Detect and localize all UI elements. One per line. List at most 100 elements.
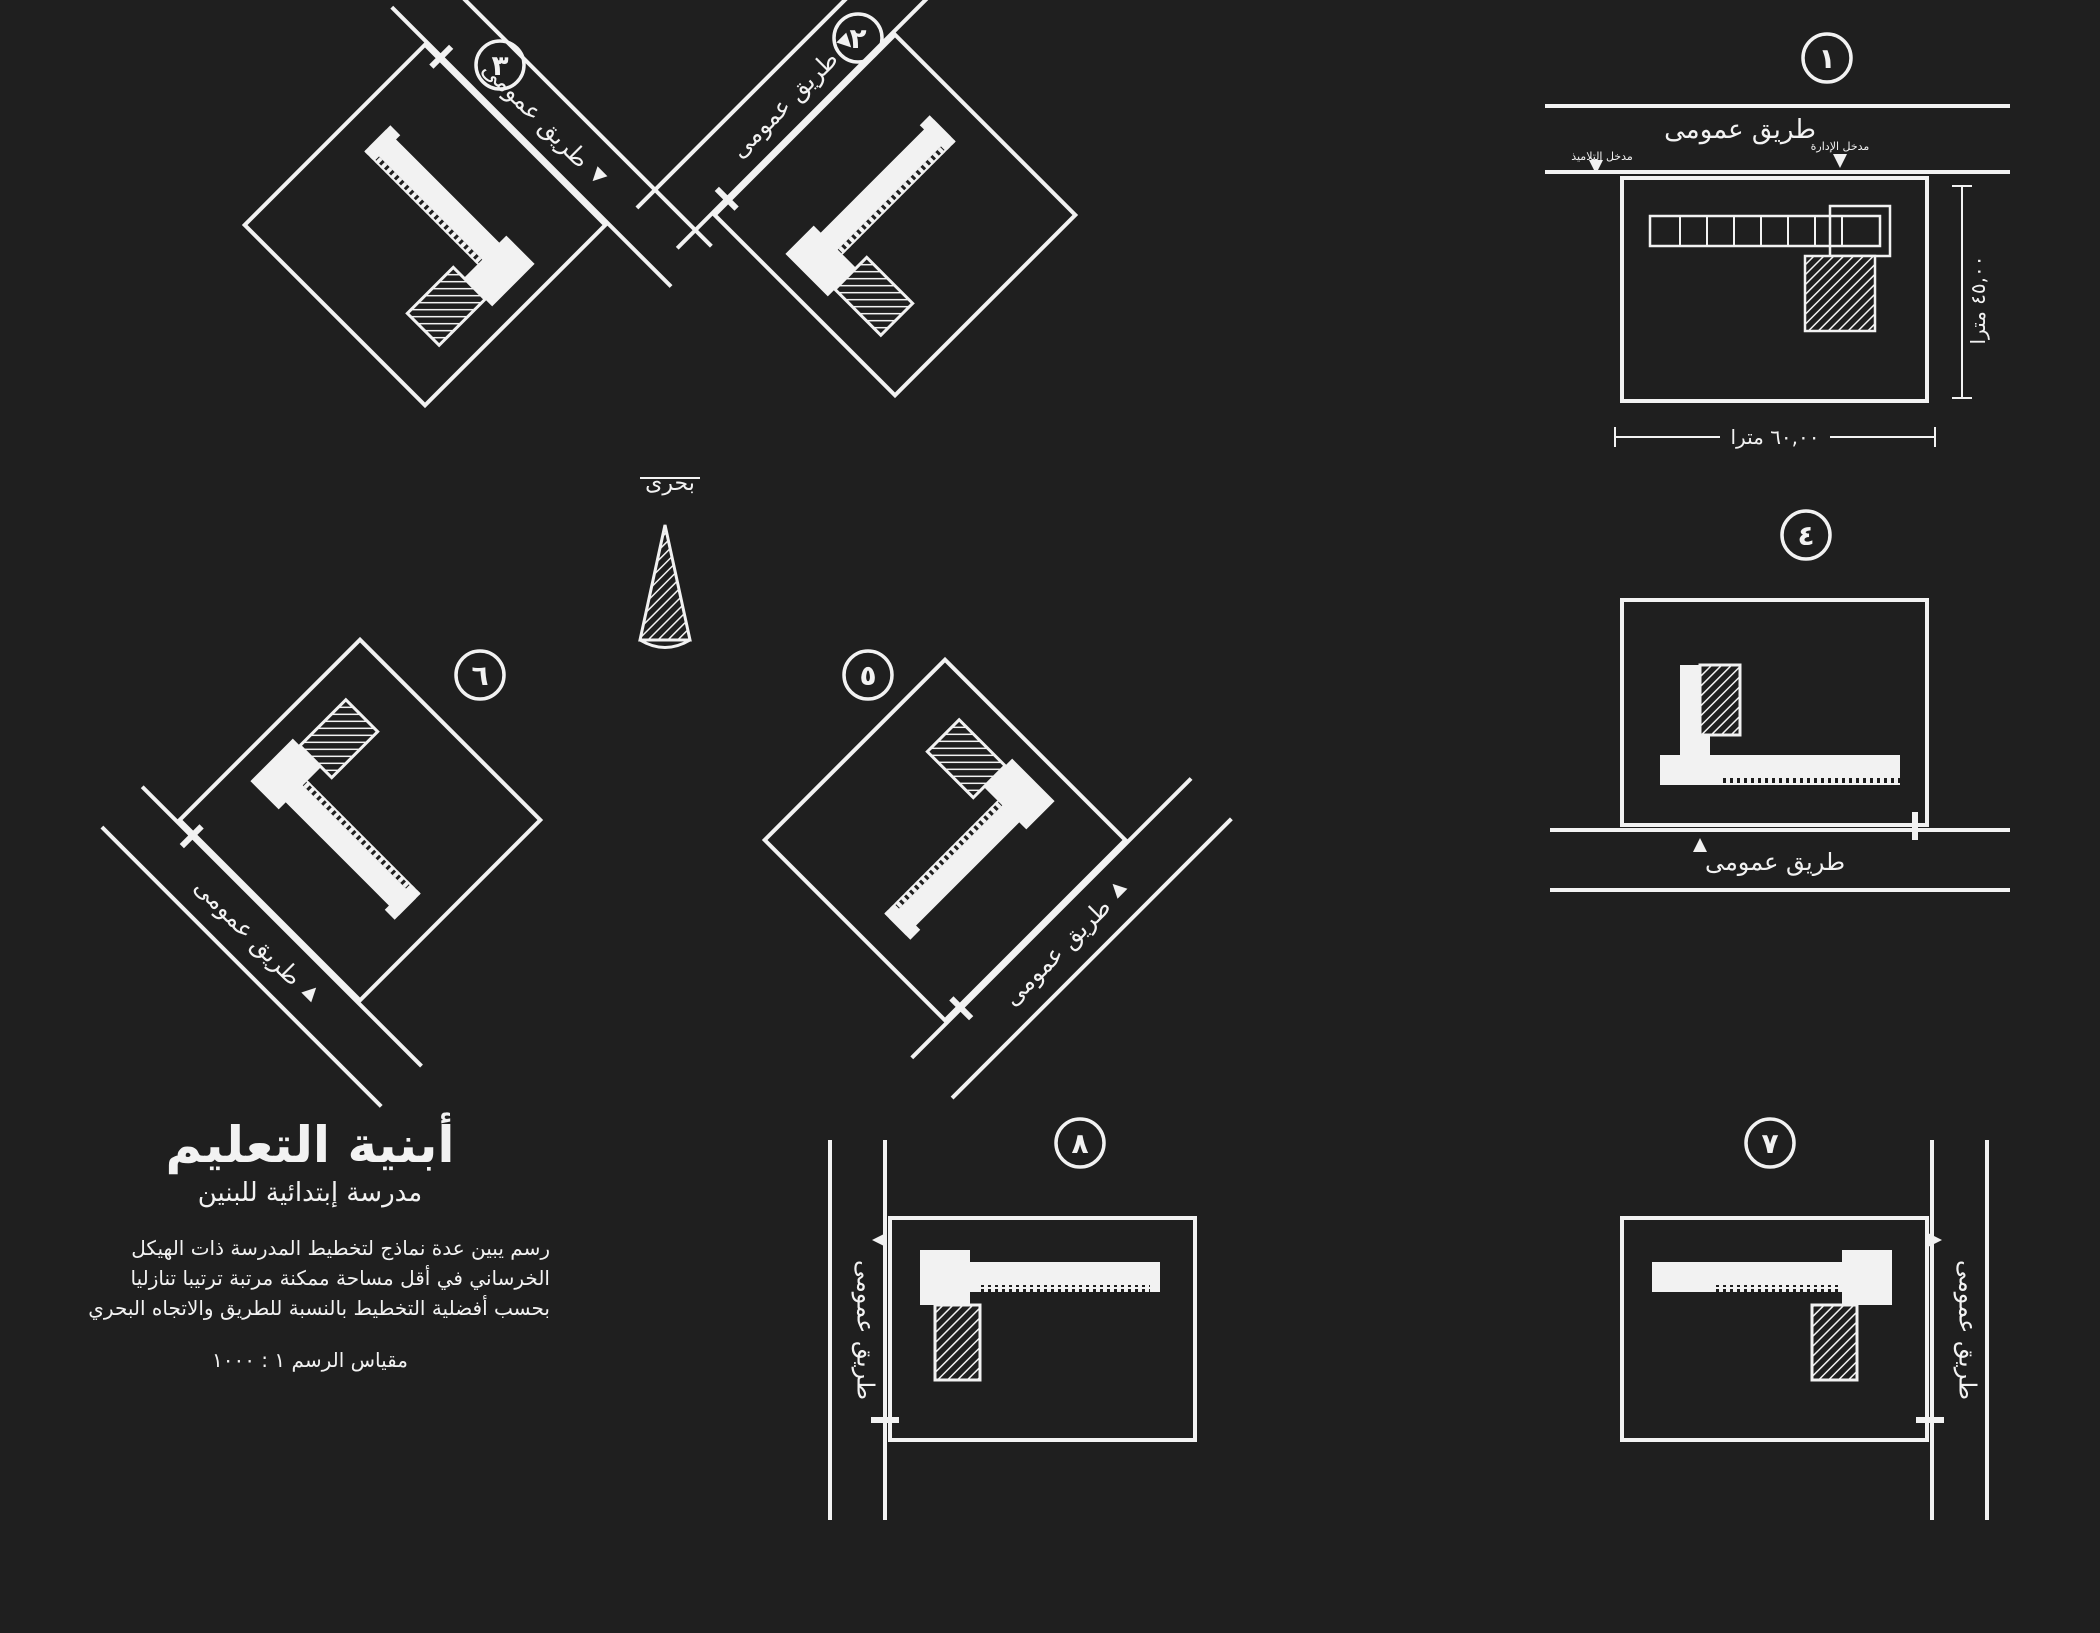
entrance-arrow-icon	[301, 987, 317, 1003]
plan-3-number: ٣	[474, 39, 526, 91]
wing-end	[364, 125, 401, 161]
hall-block	[925, 717, 1008, 800]
hall-block	[297, 697, 380, 780]
plan-number: ٦	[471, 659, 488, 692]
north-arrow-base	[639, 638, 691, 649]
site-boundary	[1620, 598, 1929, 827]
rotated-site: طريق عمومى	[635, 0, 1079, 399]
classroom-wing	[369, 129, 521, 281]
plans-layer: طريق عمومى مدخل التلاميذ مدخل الإدارة ٤٥,٠٠…	[100, 0, 2010, 1520]
number-circle	[1744, 1117, 1796, 1169]
building-holder	[364, 125, 535, 348]
caption-subtitle: مدرسة إبتدائية للبنين	[197, 1178, 423, 1208]
road-edge	[635, 0, 918, 210]
caption-block: أبنية التعليم مدرسة إبتدائية للبنين رسم …	[60, 1115, 560, 1375]
plan-1-road-label: طريق عمومى	[1664, 115, 1816, 145]
plan-3: طريق عمومى	[241, 0, 713, 409]
school-building	[364, 125, 535, 348]
entrance-marker	[1912, 812, 1918, 840]
number-circle	[1780, 509, 1832, 561]
classroom-row	[1648, 214, 1882, 248]
entrance-arrow-icon	[1928, 1233, 1942, 1247]
admin-block	[920, 1250, 970, 1305]
hall-block	[832, 255, 915, 338]
plan-5: طريق عمومى	[761, 656, 1233, 1100]
building-holder	[250, 697, 421, 920]
number-circle	[1054, 1117, 1106, 1169]
rotated-site: طريق عمومى	[241, 0, 713, 409]
plan-number: ٣	[491, 49, 508, 82]
plan-number: ١	[1818, 42, 1835, 75]
admin-block	[785, 225, 857, 297]
plan-8: طريق عمومى	[828, 1140, 1197, 1520]
plan-number: ٤	[1797, 519, 1814, 552]
number-circle	[474, 39, 526, 91]
school-building	[250, 697, 421, 920]
plan-7: طريق عمومى	[1620, 1140, 1989, 1520]
hall-block	[405, 265, 488, 348]
rotated-site: طريق عمومى	[761, 656, 1233, 1100]
plan-2: طريق عمومى	[635, 0, 1079, 399]
entrance-arrow-icon	[1589, 160, 1603, 174]
rotated-site: طريق عمومى	[100, 636, 544, 1108]
caption-scale: مقياس الرسم ١ : ١٠٠٠	[211, 1348, 408, 1372]
entrance-arrow-icon	[592, 166, 608, 182]
north-arrow-icon	[638, 524, 692, 642]
site-boundary	[241, 41, 609, 409]
entrance-arrow-icon	[872, 1233, 886, 1247]
plan-6-number: ٦	[454, 649, 506, 701]
classroom-wing	[889, 784, 1041, 936]
plan-4: طريق عمومى	[1550, 598, 2010, 892]
school-building	[884, 717, 1055, 940]
plan-6: طريق عمومى	[100, 636, 544, 1108]
road-edge	[950, 817, 1233, 1100]
caption-description: رسم يبين عدة نماذج لتخطيط المدرسة ذات ال…	[88, 1236, 550, 1320]
plan-4-road-label: طريق عمومى	[1705, 848, 1845, 876]
detailed-building	[1648, 204, 1892, 333]
plan-1: طريق عمومى مدخل التلاميذ مدخل الإدارة ٤٥,٠٠…	[1545, 104, 2010, 449]
road-edge	[140, 785, 423, 1068]
number-circle	[1801, 32, 1853, 84]
site-boundary	[1620, 1216, 1929, 1442]
building-holder	[785, 115, 956, 338]
corridor-strip	[1720, 778, 1900, 785]
number-circle	[454, 649, 506, 701]
entrance-arrow-icon	[1693, 838, 1707, 852]
entrance-arrow-icon	[1112, 883, 1128, 899]
plan-number: ٢	[849, 22, 866, 55]
road-edge	[675, 0, 958, 250]
hall-block	[1810, 1303, 1859, 1382]
entrance-label-admin: مدخل الإدارة	[1811, 140, 1870, 153]
plan-8-number: ٨	[1054, 1117, 1106, 1169]
admin-block	[1842, 1250, 1892, 1305]
classroom-wing	[264, 764, 416, 916]
entrance-label-pupils: مدخل التلاميذ	[1571, 150, 1633, 163]
plan-1-number: ١	[1801, 32, 1853, 84]
number-circle	[832, 12, 884, 64]
entrance-marker	[179, 824, 204, 849]
wing-end	[884, 904, 921, 940]
label-mask	[1720, 424, 1830, 448]
admin-block	[983, 758, 1055, 830]
entrance-marker	[429, 44, 454, 69]
plan-7-number: ٧	[1744, 1117, 1796, 1169]
corridor-strip	[884, 800, 1003, 919]
plan-7-road-label: طريق عمومى	[1954, 1260, 1982, 1400]
corridor-strip	[364, 146, 483, 265]
road-edge	[390, 5, 673, 288]
plan-4-number: ٤	[1780, 509, 1832, 561]
hall-block	[1698, 663, 1742, 737]
dimension-depth-label: ٤٥,٠٠ مترا	[1966, 255, 1990, 344]
corridor-strip	[837, 136, 956, 255]
entrance-marker	[714, 186, 739, 211]
road-edge	[910, 777, 1193, 1060]
number-circle	[842, 649, 894, 701]
plan-number: ٨	[1071, 1127, 1088, 1160]
corridor-strip	[980, 1285, 1150, 1292]
entrance-marker	[1916, 1417, 1944, 1423]
corridor-strip	[302, 780, 421, 899]
dimension-width-label: ٦٠,٠٠ مترا	[1730, 425, 1819, 449]
plan-8-road-label: طريق عمومى	[852, 1260, 880, 1400]
hall-wing	[1803, 254, 1877, 333]
